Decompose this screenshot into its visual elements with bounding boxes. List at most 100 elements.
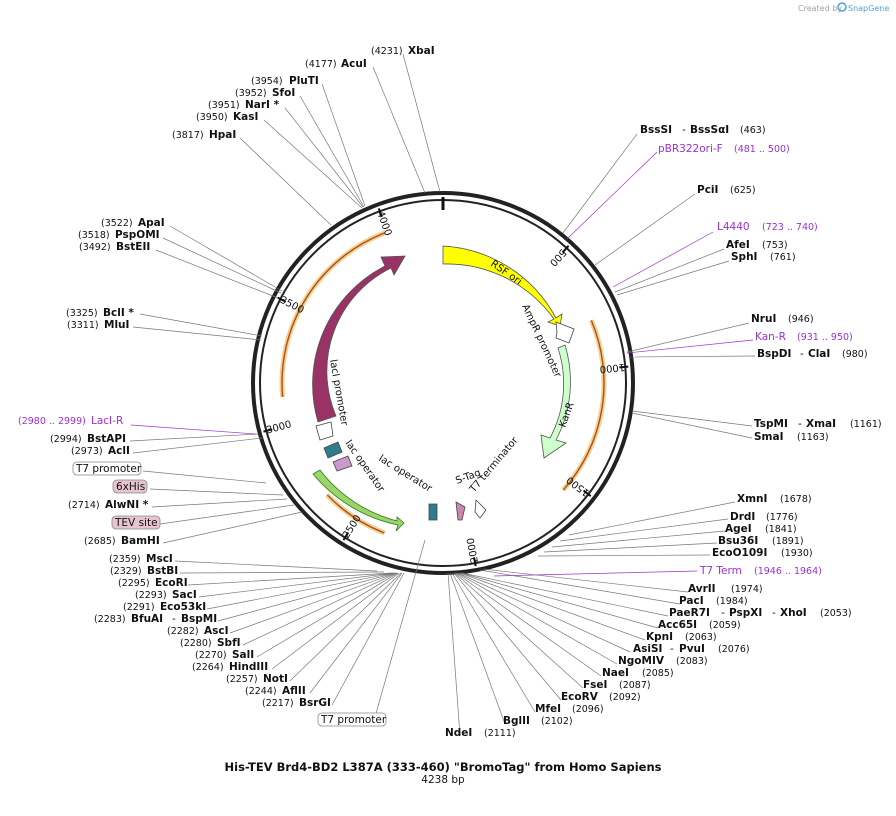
site-bsu36i[interactable]: Bsu36I (1891) — [718, 535, 804, 547]
primer-pbr322ori-f[interactable]: pBR322ori-F (481 .. 500) — [658, 143, 790, 155]
site-paci[interactable]: PacI (1984) — [679, 595, 748, 607]
box-t7-promoter-2[interactable]: T7 promoter — [317, 712, 387, 727]
site-sphi[interactable]: SphI (761) — [731, 251, 796, 263]
site-bcli[interactable]: (3325) BclI * — [66, 307, 134, 319]
box-background — [112, 479, 148, 494]
site-mlui[interactable]: (3311) MluI — [67, 319, 129, 331]
site-nari[interactable]: (3951) NarI * — [208, 99, 280, 111]
primer-l4440[interactable]: L4440 (723 .. 740) — [717, 221, 818, 233]
site-aflii[interactable]: (2244) AflII — [245, 685, 306, 697]
site-msci[interactable]: (2359) MscI — [109, 553, 173, 565]
site-ecoo109i[interactable]: EcoO109I (1930) — [712, 547, 813, 559]
box-t7-promoter-1[interactable]: T7 promoter — [72, 461, 142, 476]
site-asisi[interactable]: AsiSI - PvuI (2076) — [633, 643, 750, 655]
his-tag-region-arrow[interactable] — [312, 469, 405, 532]
laci-feature[interactable] — [312, 255, 406, 423]
site-name: Eco53kI — [160, 601, 206, 613]
site-naei[interactable]: NaeI (2085) — [602, 667, 674, 679]
primer-t7-term[interactable]: T7 Term (1946 .. 1964) — [699, 565, 822, 577]
site-saci[interactable]: (2293) SacI — [135, 589, 197, 601]
site-name-2: PvuI — [679, 643, 705, 655]
rsf-ori-feature[interactable] — [442, 245, 563, 327]
lac-operator-3-feature[interactable] — [428, 503, 438, 521]
laci-promoter-feature[interactable] — [315, 421, 334, 441]
tick-mark — [561, 245, 570, 254]
site-hindiii[interactable]: (2264) HindIII — [192, 661, 268, 673]
kanr-feature[interactable] — [540, 344, 571, 459]
site-ngomiv[interactable]: NgoMIV (2083) — [618, 655, 708, 667]
site-paer7i[interactable]: PaeR7I - PspXI - XhoI (2053) — [669, 607, 852, 619]
site-pos: (2083) — [676, 656, 708, 667]
site-ecori[interactable]: (2295) EcoRI — [118, 577, 188, 589]
site-acc65i[interactable]: Acc65I (2059) — [658, 619, 741, 631]
site-name: AscI — [204, 625, 229, 637]
site-name: BsrGI — [299, 697, 331, 709]
site-pos: (4177) — [305, 59, 337, 70]
site-pos: (1841) — [765, 524, 797, 535]
site-pos: (4231) — [371, 46, 403, 57]
site-mfei[interactable]: MfeI (2096) — [535, 703, 604, 715]
site-pos: (3492) — [79, 242, 111, 253]
site-apai[interactable]: (3522) ApaI — [101, 217, 165, 229]
site-avrii[interactable]: AvrII (1974) — [688, 583, 763, 595]
site-drdi[interactable]: DrdI (1776) — [730, 511, 798, 523]
site-acli[interactable]: (2973) AclI — [71, 445, 130, 457]
site-kpni[interactable]: KpnI (2063) — [646, 631, 717, 643]
site-noti[interactable]: (2257) NotI — [226, 673, 288, 685]
site-bspdi[interactable]: BspDI - ClaI (980) — [757, 348, 868, 360]
site-smai[interactable]: SmaI (1163) — [754, 431, 829, 443]
site-pos: (3950) — [196, 112, 228, 123]
s-tag-feature[interactable] — [455, 501, 466, 521]
lac-operator-2-feature[interactable] — [332, 455, 353, 472]
site-name: AflII — [282, 685, 306, 697]
site-sbfi[interactable]: (2280) SbfI — [180, 637, 241, 649]
site-xmni[interactable]: XmnI (1678) — [737, 493, 812, 505]
site-pos: (625) — [730, 185, 756, 196]
site-bsteii[interactable]: (3492) BstEII — [79, 241, 150, 253]
site-ndei[interactable]: NdeI (2111) — [445, 727, 516, 739]
site-bstbi[interactable]: (2329) BstBI — [110, 565, 178, 577]
site-sfoi[interactable]: (3952) SfoI — [235, 87, 295, 99]
site-agei[interactable]: AgeI (1841) — [725, 523, 797, 535]
site-pluti[interactable]: (3954) PluTI — [251, 75, 319, 87]
tick-mark — [619, 365, 629, 369]
site-afei[interactable]: AfeI (753) — [726, 239, 788, 251]
site-name: XbaI — [408, 45, 435, 57]
site-pcii[interactable]: PciI (625) — [697, 184, 756, 196]
ampr-promoter-feature[interactable] — [555, 321, 575, 344]
site-asci[interactable]: (2282) AscI — [167, 625, 229, 637]
site-pspomi[interactable]: (3518) PspOMI — [78, 229, 160, 241]
site-pos: (761) — [770, 252, 796, 263]
site-bsrgi[interactable]: (2217) BsrGI — [262, 697, 331, 709]
box-6xhis[interactable]: 6xHis — [112, 479, 148, 494]
site-nrui[interactable]: NruI (946) — [751, 313, 814, 325]
primer-kan-r[interactable]: Kan-R (931 .. 950) — [755, 331, 853, 343]
site-pos: (2293) — [135, 590, 167, 601]
lac-operator-feature[interactable] — [323, 441, 343, 459]
site-bsssi[interactable]: BssSI - BssSαI (463) — [640, 124, 766, 136]
box-background — [111, 515, 161, 530]
site-alwni[interactable]: (2714) AlwNI * — [68, 499, 149, 511]
site-sali[interactable]: (2270) SalI — [195, 649, 254, 661]
site-hpai[interactable]: (3817) HpaI — [172, 129, 236, 141]
site-fsei[interactable]: FseI (2087) — [583, 679, 651, 691]
primer-laci-r[interactable]: (2980 .. 2999) LacI-R — [18, 415, 123, 427]
site-xbai[interactable]: (4231) XbaI — [371, 45, 435, 57]
site-eco53ki[interactable]: (2291) Eco53kI — [123, 601, 206, 613]
site-bamhi[interactable]: (2685) BamHI — [84, 535, 160, 547]
t7-terminator-feature[interactable] — [474, 499, 487, 519]
ampr-promoter-label: AmpR promoter — [519, 303, 563, 380]
site-tspmi[interactable]: TspMI - XmaI (1161) — [754, 418, 882, 430]
svg-text:-: - — [798, 418, 802, 430]
site-pos: (1161) — [850, 419, 882, 430]
site-bfuai[interactable]: (2283) BfuAI - BspMI — [94, 613, 217, 625]
box-label: TEV site — [114, 517, 158, 529]
site-bstapi[interactable]: (2994) BstAPI — [50, 433, 126, 445]
primer-range: (931 .. 950) — [797, 332, 853, 343]
site-bglii[interactable]: BglII (2102) — [503, 715, 573, 727]
site-ecorv[interactable]: EcoRV (2092) — [561, 691, 641, 703]
site-acui[interactable]: (4177) AcuI — [305, 58, 367, 70]
site-kasi[interactable]: (3950) KasI — [196, 111, 258, 123]
primer-range: (2980 .. 2999) — [18, 416, 86, 427]
box-tev-site[interactable]: TEV site — [111, 515, 161, 530]
